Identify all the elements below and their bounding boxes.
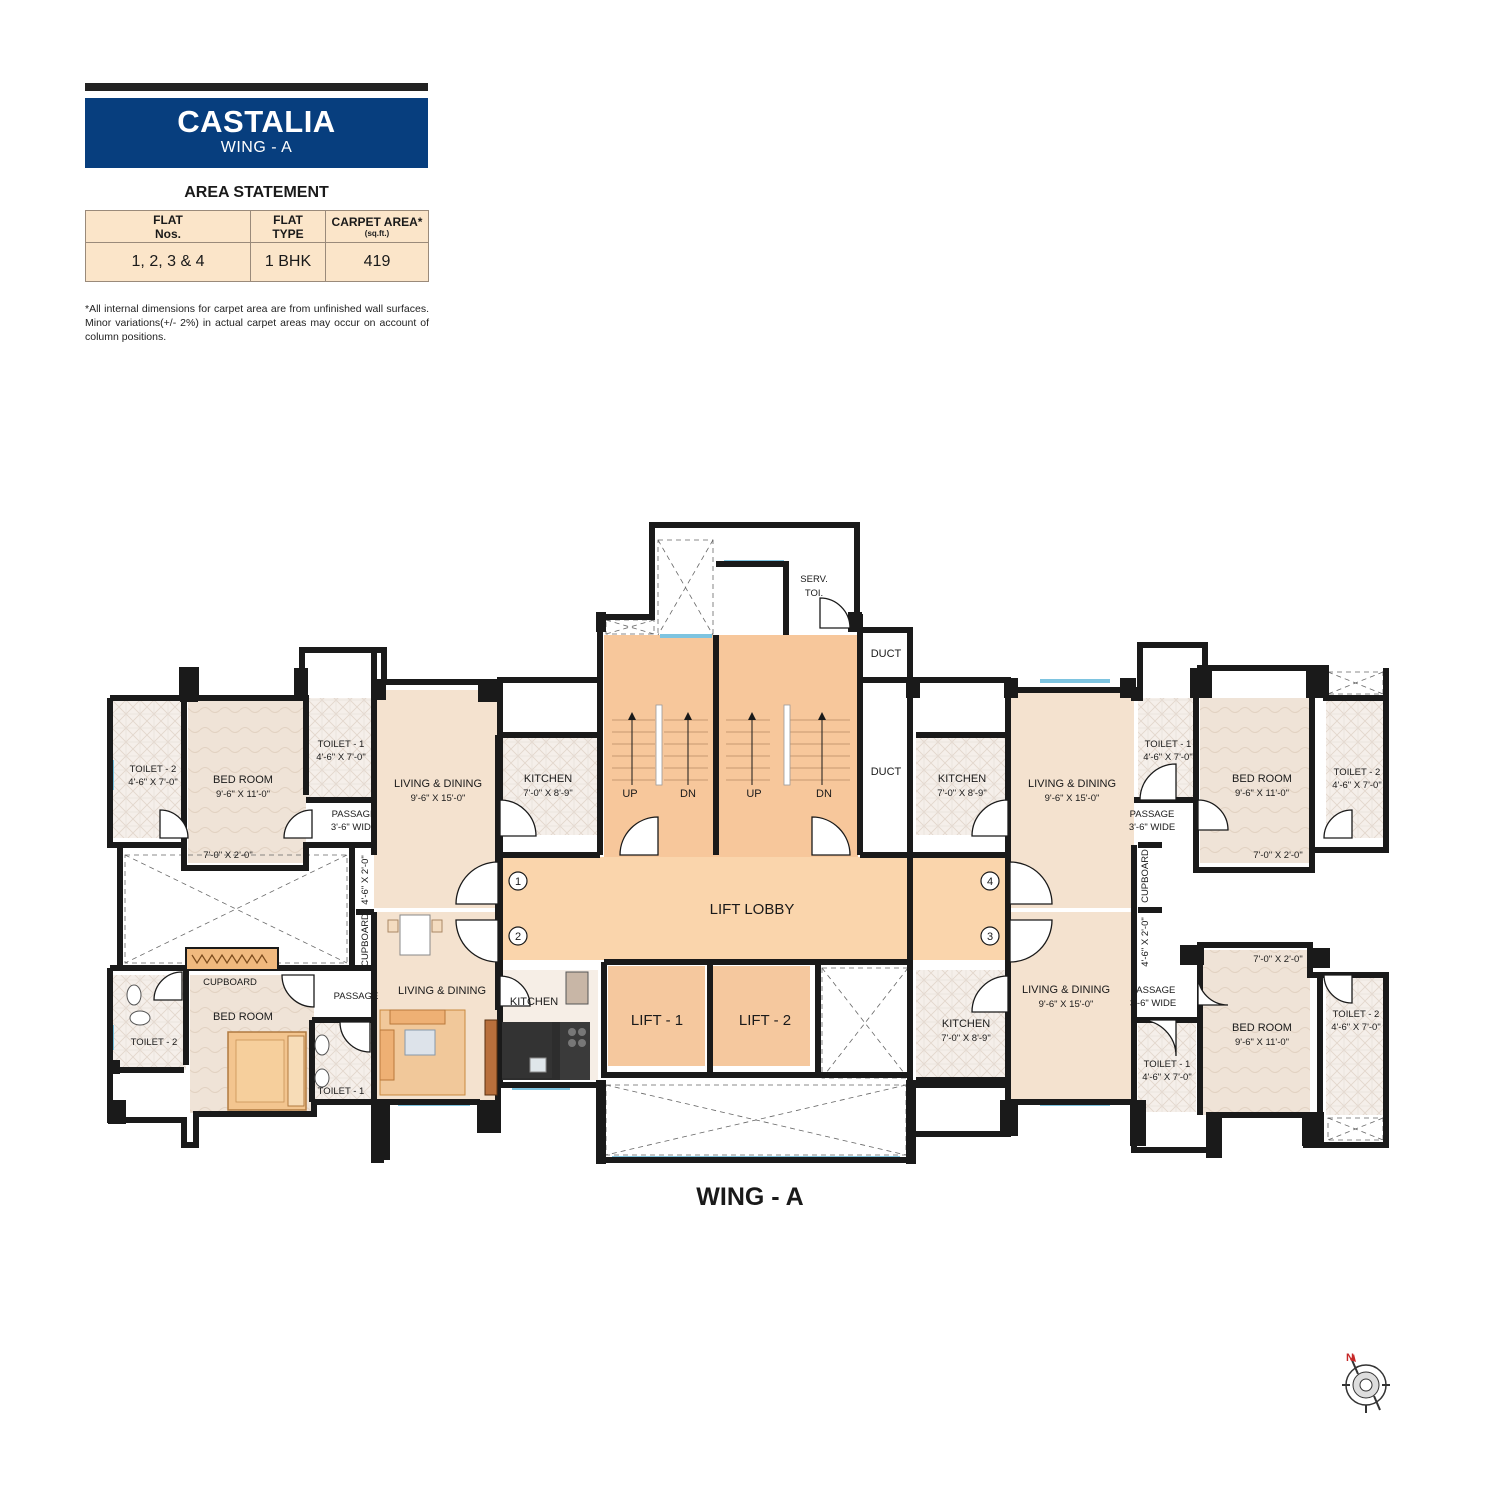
f3-kitchen: KITCHEN — [942, 1018, 990, 1030]
f3-cupboard-dim: 4'-6" X 2'-0" — [1140, 917, 1151, 966]
f1-bedroom: BED ROOM — [213, 774, 273, 786]
cupboard-pattern — [191, 953, 268, 965]
f1-passage-dim: 3'-6" WIDE — [331, 822, 377, 833]
door-swings — [153, 597, 1353, 1057]
table-row: 1, 2, 3 & 4 1 BHK 419 — [85, 242, 429, 282]
project-subtitle: WING - A — [220, 139, 293, 156]
f1-toilet2: TOILET - 2 — [130, 764, 177, 775]
f2-bedroom: BED ROOM — [213, 1011, 273, 1023]
f2-toilet2: TOILET - 2 — [131, 1037, 178, 1048]
f2-kitchen: KITCHEN — [510, 996, 558, 1008]
f3-living: LIVING & DINING — [1022, 984, 1110, 996]
f3-kitchen-dim: 7'-0" X 8'-9" — [941, 1033, 990, 1044]
cell-flat-nos: 1, 2, 3 & 4 — [85, 242, 251, 282]
f4-toilet1: TOILET - 1 — [1145, 739, 1192, 750]
flat-marker-2: 2 — [515, 931, 521, 943]
f4-passage-dim: 3'-6" WIDE — [1129, 822, 1175, 833]
compass-north-label: N — [1346, 1352, 1354, 1364]
f3-toilet1: TOILET - 1 — [1144, 1059, 1191, 1070]
f1-passage: PASSAGE — [332, 809, 377, 820]
flat-marker-labels: 1 2 3 4 — [515, 876, 993, 943]
duct-label: DUCT — [871, 766, 902, 778]
f1-kitchen-dim: 7'-0" X 8'-9" — [523, 788, 572, 799]
f3-toilet2: TOILET - 2 — [1333, 1009, 1380, 1020]
f1-cupboard-dim: 4'-6" X 2'-0" — [360, 855, 371, 904]
f4-toilet2-dim: 4'-6" X 7'-0" — [1332, 780, 1381, 791]
f3-passage: PASSAGE — [1131, 985, 1176, 996]
f4-ledge-dim: 7'-0" X 2'-0" — [1253, 850, 1302, 861]
flat-marker-1: 1 — [515, 876, 521, 888]
bed — [227, 1031, 307, 1111]
f1-bedroom-dim: 9'-6" X 11'-0" — [216, 789, 270, 800]
f4-living-dim: 9'-6" X 15'-0" — [1045, 793, 1100, 804]
f3-passage-dim: 3'-6" WIDE — [1130, 998, 1176, 1009]
columns — [108, 612, 1330, 1164]
f3-bedroom-dim: 9'-6" X 11'-0" — [1235, 1037, 1289, 1048]
carpet-area-note: *All internal dimensions for carpet area… — [85, 303, 429, 343]
f1-kitchen: KITCHEN — [524, 773, 572, 785]
flat-markers — [508, 871, 1000, 946]
stair-up-label: UP — [622, 788, 637, 800]
title-banner: CASTALIA WING - A — [85, 98, 428, 168]
duct-label-top: DUCT — [871, 648, 902, 660]
f4-kitchen-dim: 7'-0" X 8'-9" — [937, 788, 986, 799]
sofa-set — [379, 1009, 466, 1096]
area-statement-title: AREA STATEMENT — [184, 184, 329, 201]
f4-living: LIVING & DINING — [1028, 778, 1116, 790]
stair-arrows — [628, 712, 826, 785]
f4-cupboard: CUPBOARD — [1140, 849, 1151, 903]
flat-marker-3: 3 — [987, 931, 993, 943]
stair-down-label: DN — [680, 788, 696, 800]
stair-down-label-2: DN — [816, 788, 832, 800]
f3-living-dim: 9'-6" X 15'-0" — [1039, 999, 1094, 1010]
stair-up-label-2: UP — [746, 788, 761, 800]
header-rule — [85, 83, 428, 91]
flat-marker-4: 4 — [987, 876, 993, 888]
toilet-fixtures — [126, 984, 330, 1088]
f4-bedroom-dim: 9'-6" X 11'-0" — [1235, 788, 1289, 799]
f2-passage: PASSAGE — [334, 991, 379, 1002]
f4-bedroom: BED ROOM — [1232, 773, 1292, 785]
walls — [107, 522, 1389, 1163]
f3-bedroom: BED ROOM — [1232, 1022, 1292, 1034]
f4-toilet2: TOILET - 2 — [1334, 767, 1381, 778]
f2-cupboard-v: CUPBOARD — [360, 913, 371, 967]
f1-living-dim: 9'-6" X 15'-0" — [411, 793, 466, 804]
f1-toilet1: TOILET - 1 — [318, 739, 365, 750]
project-title: CASTALIA — [177, 104, 336, 139]
f1-toilet2-dim: 4'-6" X 7'-0" — [128, 777, 177, 788]
f1-living: LIVING & DINING — [394, 778, 482, 790]
compass-icon: N — [1342, 1352, 1390, 1413]
serv-toilet-label: SERV. — [800, 574, 827, 585]
f3-toilet1-dim: 4'-6" X 7'-0" — [1142, 1072, 1191, 1083]
lift-2-label: LIFT - 2 — [739, 1012, 791, 1029]
f1-ledge-dim: 7'-0" X 2'-0" — [203, 850, 252, 861]
wing-label: WING - A — [696, 1183, 804, 1211]
cell-carpet-area: 419 — [325, 242, 429, 282]
lift-1-label: LIFT - 1 — [631, 1012, 683, 1029]
f3-ledge-dim: 7'-0" X 2'-0" — [1253, 954, 1302, 965]
serv-toilet-label-2: TOI. — [805, 588, 823, 599]
f2-toilet1: TOILET - 1 — [318, 1086, 365, 1097]
f4-toilet1-dim: 4'-6" X 7'-0" — [1143, 752, 1192, 763]
cupboard-strip — [185, 947, 279, 971]
f1-toilet1-dim: 4'-6" X 7'-0" — [316, 752, 365, 763]
f3-toilet2-dim: 4'-6" X 7'-0" — [1331, 1022, 1380, 1033]
f2-living: LIVING & DINING — [398, 985, 486, 997]
dining-table — [387, 914, 443, 956]
f4-passage: PASSAGE — [1130, 809, 1175, 820]
f4-kitchen: KITCHEN — [938, 773, 986, 785]
kitchen-counter — [484, 971, 590, 1096]
lift-lobby-label: LIFT LOBBY — [710, 901, 795, 918]
f2-cupboard: CUPBOARD — [203, 977, 257, 988]
